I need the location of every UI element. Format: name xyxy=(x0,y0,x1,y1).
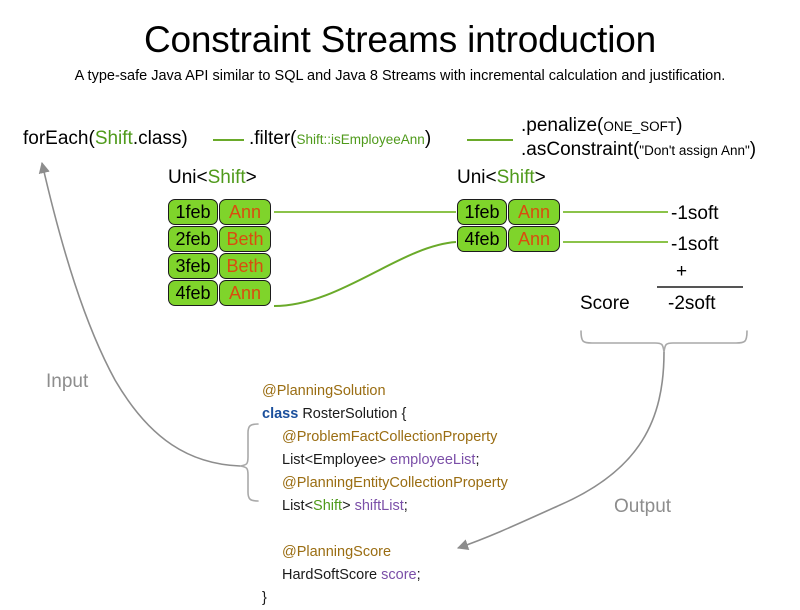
uni-right-prefix: Uni< xyxy=(457,167,497,188)
uni-right-type: Shift xyxy=(496,167,535,188)
shift-employee-cell: Beth xyxy=(219,253,271,279)
fields-brace xyxy=(239,423,259,502)
output-label: Output xyxy=(614,496,672,517)
code-token: ; xyxy=(475,452,480,468)
as-constraint-arg: "Don't assign Ann" xyxy=(639,143,750,158)
code-token: @ProblemFactCollectionProperty xyxy=(282,429,498,445)
code-token: @PlanningEntityCollectionProperty xyxy=(282,475,508,491)
code-line: @ProblemFactCollectionProperty xyxy=(262,426,508,449)
code-token: score xyxy=(381,567,417,583)
code-token: @PlanningSolution xyxy=(262,383,386,399)
shift-date-cell: 2feb xyxy=(168,226,218,252)
code-line: List<Shift> shiftList; xyxy=(262,495,508,518)
code-token: @PlanningScore xyxy=(282,544,392,560)
connector-foreach-filter xyxy=(213,139,244,141)
as-constraint-call: .asConstraint( xyxy=(521,139,640,160)
foreach-rest: .class) xyxy=(132,128,188,149)
code-token: } xyxy=(262,590,267,606)
code-line: } xyxy=(262,587,508,610)
shift-date-cell: 1feb xyxy=(457,199,507,225)
code-line: @PlanningSolution xyxy=(262,380,508,403)
code-line: List<Employee> employeeList; xyxy=(262,449,508,472)
shift-employee-cell: Ann xyxy=(508,226,560,252)
input-label: Input xyxy=(46,371,89,392)
shift-date-cell: 3feb xyxy=(168,253,218,279)
pipeline-filter: .filter(Shift::isEmployeeAnn) xyxy=(249,127,431,152)
shift-date-cell: 1feb xyxy=(168,199,218,225)
code-token: employeeList xyxy=(390,452,476,468)
penalize-close: ) xyxy=(676,115,683,136)
penalize-arg: ONE_SOFT xyxy=(603,119,677,134)
shift-employee-cell: Ann xyxy=(219,199,271,225)
sum-operator: + xyxy=(676,261,688,282)
penalty-value-1: -1soft xyxy=(671,203,719,224)
domain-model-code: @PlanningSolution class RosterSolution { @… xyxy=(262,380,508,610)
uni-left-type: Shift xyxy=(207,167,246,188)
pipeline-penalize: .penalize(ONE_SOFT) xyxy=(521,114,682,139)
stream-label-left: Uni<Shift> xyxy=(168,167,257,189)
code-token: List< xyxy=(282,498,314,514)
code-line: @PlanningEntityCollectionProperty xyxy=(262,472,508,495)
shift-employee-cell: Ann xyxy=(508,199,560,225)
penalize-call: .penalize( xyxy=(521,115,604,136)
code-token: HardSoftScore xyxy=(282,567,382,583)
score-total: -2soft xyxy=(668,293,716,314)
pipeline-foreach: forEach(Shift.class) xyxy=(23,127,188,151)
connector-filter-penalize xyxy=(467,139,513,141)
shift-date-cell: 4feb xyxy=(168,280,218,306)
page-title: Constraint Streams introduction xyxy=(143,19,657,60)
filter-close: ) xyxy=(424,128,432,149)
shift-employee-cell: Ann xyxy=(219,280,271,306)
code-token: List<Employee> xyxy=(282,452,391,468)
code-line: class RosterSolution { xyxy=(262,403,508,426)
score-brace xyxy=(580,330,748,353)
foreach-call: forEach( xyxy=(23,128,95,149)
code-token: > xyxy=(342,498,355,514)
filter-type: Shift xyxy=(296,132,324,147)
page-subtitle: A type-safe Java API similar to SQL and … xyxy=(74,68,726,84)
code-token: ; xyxy=(416,567,421,583)
code-token: Shift xyxy=(313,498,343,514)
pipeline-as-constraint: .asConstraint("Don't assign Ann") xyxy=(521,138,756,163)
flow-line-4feb xyxy=(273,241,457,307)
code-token: class xyxy=(262,406,299,422)
shift-employee-cell: Beth xyxy=(219,226,271,252)
uni-left-suffix: > xyxy=(245,167,257,188)
score-label: Score xyxy=(580,293,630,314)
uni-left-prefix: Uni< xyxy=(168,167,208,188)
code-line xyxy=(262,518,508,541)
code-token: shiftList xyxy=(354,498,404,514)
code-line: HardSoftScore score; xyxy=(262,564,508,587)
foreach-type: Shift xyxy=(94,128,133,149)
code-token: RosterSolution { xyxy=(298,406,407,422)
penalty-value-2: -1soft xyxy=(671,234,719,255)
stream-label-right: Uni<Shift> xyxy=(457,167,546,189)
sum-rule-line xyxy=(657,286,743,288)
filter-method-ref: ::isEmployeeAnn xyxy=(323,132,425,147)
code-line: @PlanningScore xyxy=(262,541,508,564)
as-constraint-close: ) xyxy=(749,139,757,160)
shift-date-cell: 4feb xyxy=(457,226,507,252)
filter-call: .filter( xyxy=(249,128,297,149)
uni-right-suffix: > xyxy=(534,167,546,188)
code-token: ; xyxy=(403,498,408,514)
